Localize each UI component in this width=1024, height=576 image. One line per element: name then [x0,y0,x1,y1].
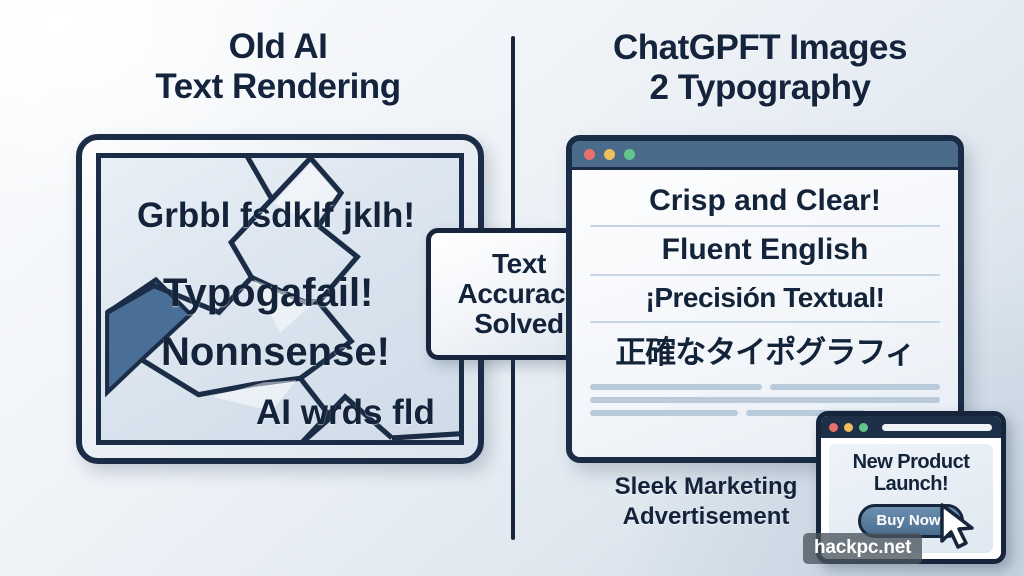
popup-titlebar [821,416,1001,438]
right-heading-line1: ChatGPFT Images [613,28,907,67]
browser-titlebar [572,141,958,170]
render-line-1: Crisp and Clear! [649,184,881,217]
caption-line-2: Advertisement [622,503,790,530]
badge-line-3: Solved [474,308,564,340]
promo-headline: New Product Launch! [853,451,970,495]
right-heading-line2: 2 Typography [649,67,871,107]
left-heading-line2: Text Rendering [155,66,401,106]
caption-line-1: Sleek Marketing [614,473,798,500]
garbled-line-4: AI wrds fld [256,393,435,432]
placeholder-bar [590,397,940,403]
browser-content: Crisp and Clear! Fluent English ¡Precisi… [572,170,958,457]
mouse-cursor-icon [940,503,974,549]
placeholder-bar [590,384,762,390]
browser-window[interactable]: Crisp and Clear! Fluent English ¡Precisi… [566,135,964,463]
badge-line-1: Text [492,247,546,279]
placeholder-row [590,397,940,403]
close-dot-icon[interactable] [829,422,838,432]
placeholder-text-bars [586,384,944,416]
render-line-2: Fluent English [661,233,869,266]
broken-screen-device: Grbbl fsdklf jklh! Typogafail! Nonnsense… [76,134,484,464]
garbled-line-1: Grbbl fsdklf jklh! [137,196,416,235]
maximize-dot-icon[interactable] [624,148,635,160]
placeholder-row [590,384,940,390]
placeholder-bar [746,410,866,416]
promo-headline-line1: New Product [852,451,970,473]
cracked-screen: Grbbl fsdklf jklh! Typogafail! Nonnsense… [96,153,464,445]
placeholder-bar [770,384,940,390]
render-line-3: ¡Precisión Textual! [645,282,885,313]
minimize-dot-icon[interactable] [844,422,853,432]
garbled-line-3: Nonnsense! [161,330,390,374]
placeholder-bar [590,410,738,416]
minimize-dot-icon[interactable] [604,148,615,160]
watermark: hackpc.net [803,533,923,564]
close-dot-icon[interactable] [584,148,595,160]
render-line-4: 正確なタイポグラフィ [615,335,915,370]
placeholder-row [590,410,940,416]
advertisement-caption: Sleek Marketing Advertisement [566,472,846,532]
left-heading: Old AI Text Rendering [58,27,498,106]
maximize-dot-icon[interactable] [859,422,868,432]
badge-line-2: Accuracy [457,277,581,309]
divider-rule [590,321,940,323]
divider-rule [590,274,940,276]
garbled-line-2: Typogafail! [163,271,374,315]
crack-lines-icon [105,158,459,440]
right-heading: ChatGPFT Images 2 Typography [536,28,984,107]
divider-rule [590,225,940,227]
left-heading-line1: Old AI [228,27,328,66]
address-bar[interactable] [882,423,992,431]
promo-headline-line2: Launch! [873,473,949,495]
